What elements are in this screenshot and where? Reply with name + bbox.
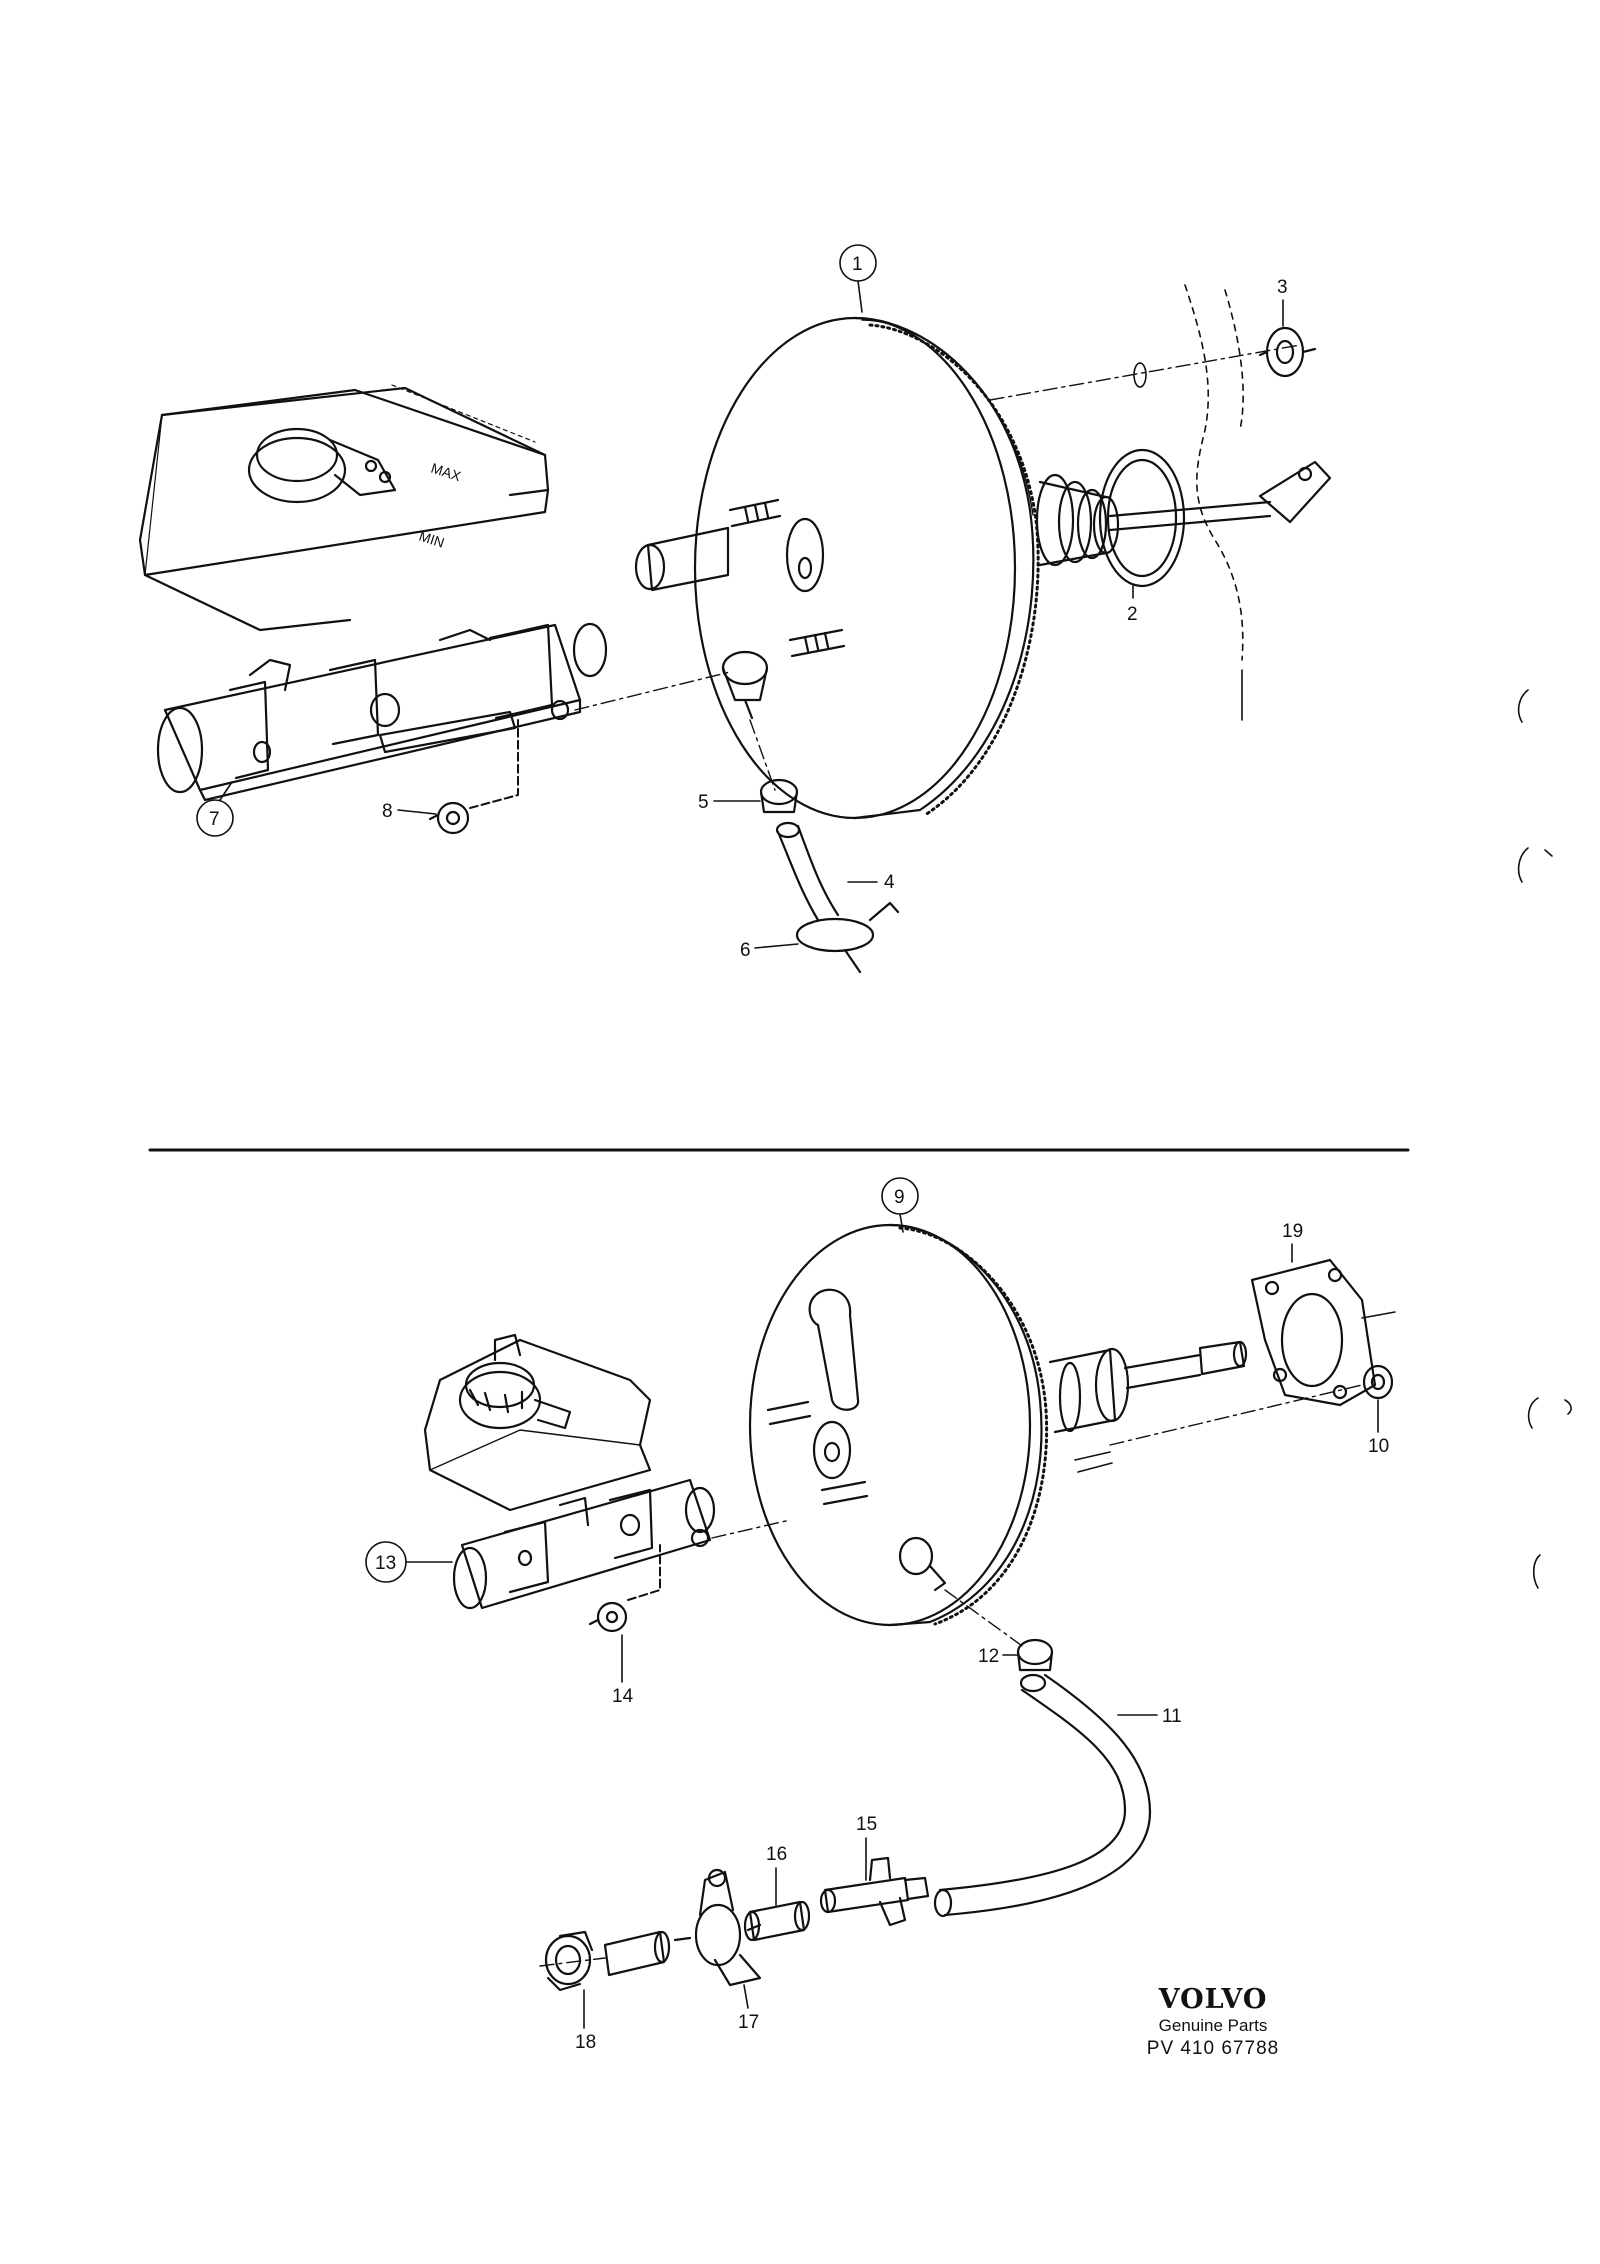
- callouts: 1 2 3 4 5 6 7 8 9 10 11 12: [196, 244, 1389, 2053]
- booster-9-front-face: [748, 1223, 1032, 1627]
- brake-booster-9: [748, 1223, 1248, 1627]
- reservoir-cap-13: [458, 1333, 572, 1430]
- booster-stud-upper: [728, 498, 782, 528]
- nut-14-locator: [627, 1544, 661, 1601]
- part-label-2: 2: [1127, 604, 1138, 625]
- part-number: PV 410 67788: [1146, 2038, 1280, 2059]
- alignment-lines-bottom: [711, 1384, 1363, 1539]
- top-assembly: [138, 284, 1332, 974]
- nut-8-locator: [469, 719, 519, 809]
- part-label-1: 1: [852, 254, 863, 275]
- booster-9-check-valve: [898, 1536, 947, 1592]
- brand-logo: VOLVO: [1158, 1984, 1268, 2015]
- check-valve-nipple: [721, 650, 769, 720]
- booster-stud-lower: [788, 628, 846, 658]
- mounting-plate-19: [1250, 1258, 1396, 1407]
- part-label-9: 9: [894, 1187, 905, 1208]
- bottom-assembly: [423, 1223, 1396, 1992]
- mounting-nut-8: [428, 801, 470, 835]
- hose-clamp-12: [1016, 1638, 1054, 1672]
- part-label-7: 7: [209, 809, 220, 830]
- part-label-10: 10: [1368, 1436, 1389, 1457]
- master-cylinder-13: [423, 1333, 716, 1610]
- booster-rim: [853, 316, 1035, 820]
- booster-center-boss: [785, 517, 825, 593]
- booster-keyhole: [808, 1288, 860, 1411]
- alignment-lines-top: [574, 344, 1301, 791]
- part-label-18: 18: [575, 2032, 596, 2053]
- fluid-reservoir: [138, 384, 550, 632]
- reservoir-marks: MAX MIN: [417, 460, 463, 551]
- part-label-16: 16: [766, 1844, 787, 1865]
- reservoir-max-mark: MAX: [429, 460, 463, 485]
- firewall-hole: [1133, 362, 1147, 388]
- fluid-reservoir-13: [423, 1338, 652, 1512]
- part-label-19: 19: [1282, 1221, 1303, 1242]
- part-label-15: 15: [856, 1814, 877, 1835]
- cylinder-body-13: [452, 1478, 716, 1610]
- hose-clamp-6: [795, 901, 900, 974]
- booster-front-face: [693, 316, 1017, 820]
- part-label-12: 12: [978, 1646, 999, 1667]
- booster-9-stud-upper: [766, 1400, 812, 1426]
- gasket-ring: [1098, 448, 1186, 588]
- brand-subtitle: Genuine Parts: [1158, 2016, 1268, 2035]
- booster-9-stud-lower: [820, 1480, 869, 1506]
- hose-clamp-5: [759, 778, 799, 814]
- part-label-14: 14: [612, 1686, 634, 1707]
- hose-piece-16: [743, 1900, 811, 1942]
- connector-15: [819, 1856, 930, 1927]
- hose-clip-17: [673, 1868, 762, 1987]
- firewall-outline: [1184, 284, 1244, 721]
- callout-circle-7: [196, 799, 234, 837]
- margin-marks: [1517, 689, 1572, 1589]
- part-label-13: 13: [375, 1553, 396, 1574]
- vacuum-hose-11: [933, 1673, 1152, 1918]
- mounting-nut-10: [1362, 1364, 1394, 1400]
- brand-block: VOLVO Genuine Parts PV 410 67788: [1128, 1985, 1298, 2061]
- cylinder-body: [156, 622, 608, 802]
- part-label-4: 4: [884, 872, 895, 893]
- master-cylinder-7: [138, 384, 608, 802]
- reservoir-cap: [247, 427, 397, 504]
- part-label-6: 6: [740, 940, 751, 961]
- booster-9-rear-hub: [1048, 1340, 1248, 1434]
- mounting-nut-3: [1258, 326, 1317, 378]
- brake-booster-1: [634, 316, 1332, 820]
- part-label-11: 11: [1162, 1706, 1182, 1727]
- mounting-nut-14: [588, 1601, 628, 1633]
- part-label-3: 3: [1277, 277, 1288, 298]
- reservoir-min-mark: MIN: [417, 528, 446, 551]
- booster-front-tube: [646, 526, 730, 592]
- part-label-8: 8: [382, 801, 393, 822]
- part-label-17: 17: [738, 2012, 759, 2033]
- push-rod: [1108, 460, 1332, 532]
- vacuum-hose-4: [775, 821, 840, 922]
- hose-piece-18: [603, 1930, 671, 1977]
- part-label-5: 5: [698, 792, 709, 813]
- hose-clamp-18: [544, 1930, 594, 1992]
